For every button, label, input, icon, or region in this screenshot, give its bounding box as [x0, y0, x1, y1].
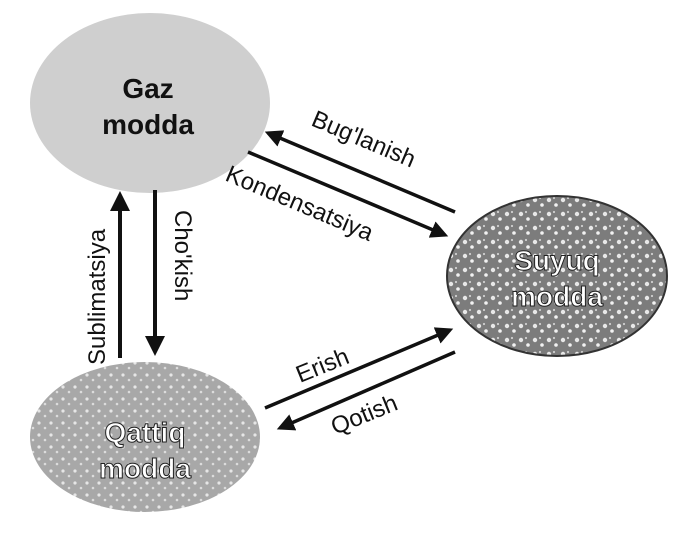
gas-label-line1: Gaz	[122, 73, 173, 104]
solid-label-line1: Qattiq	[105, 417, 186, 448]
evaporation-arrow	[264, 130, 456, 214]
evaporation-label: Bug'lanish	[308, 106, 420, 174]
sublimation-label: Sublimatsiya	[84, 228, 111, 365]
liquid-node: Suyuq modda	[446, 195, 668, 357]
deposition-label: Cho'kish	[169, 210, 196, 301]
solid-node: Qattiq modda	[30, 362, 260, 512]
liquid-label-line2: modda	[511, 281, 603, 312]
solid-label-line2: modda	[99, 453, 191, 484]
liquid-ellipse	[446, 195, 668, 357]
freezing-label: Qotish	[327, 390, 401, 441]
gas-ellipse	[30, 13, 270, 193]
solid-ellipse	[30, 362, 260, 512]
liquid-label-line1: Suyuq	[514, 245, 600, 276]
gas-label-line2: modda	[102, 109, 194, 140]
condensation-arrow	[247, 150, 449, 238]
melting-label: Erish	[292, 343, 353, 389]
gas-node: Gaz modda	[30, 13, 270, 193]
freezing-arrow	[276, 350, 456, 431]
melting-arrow	[264, 327, 454, 410]
